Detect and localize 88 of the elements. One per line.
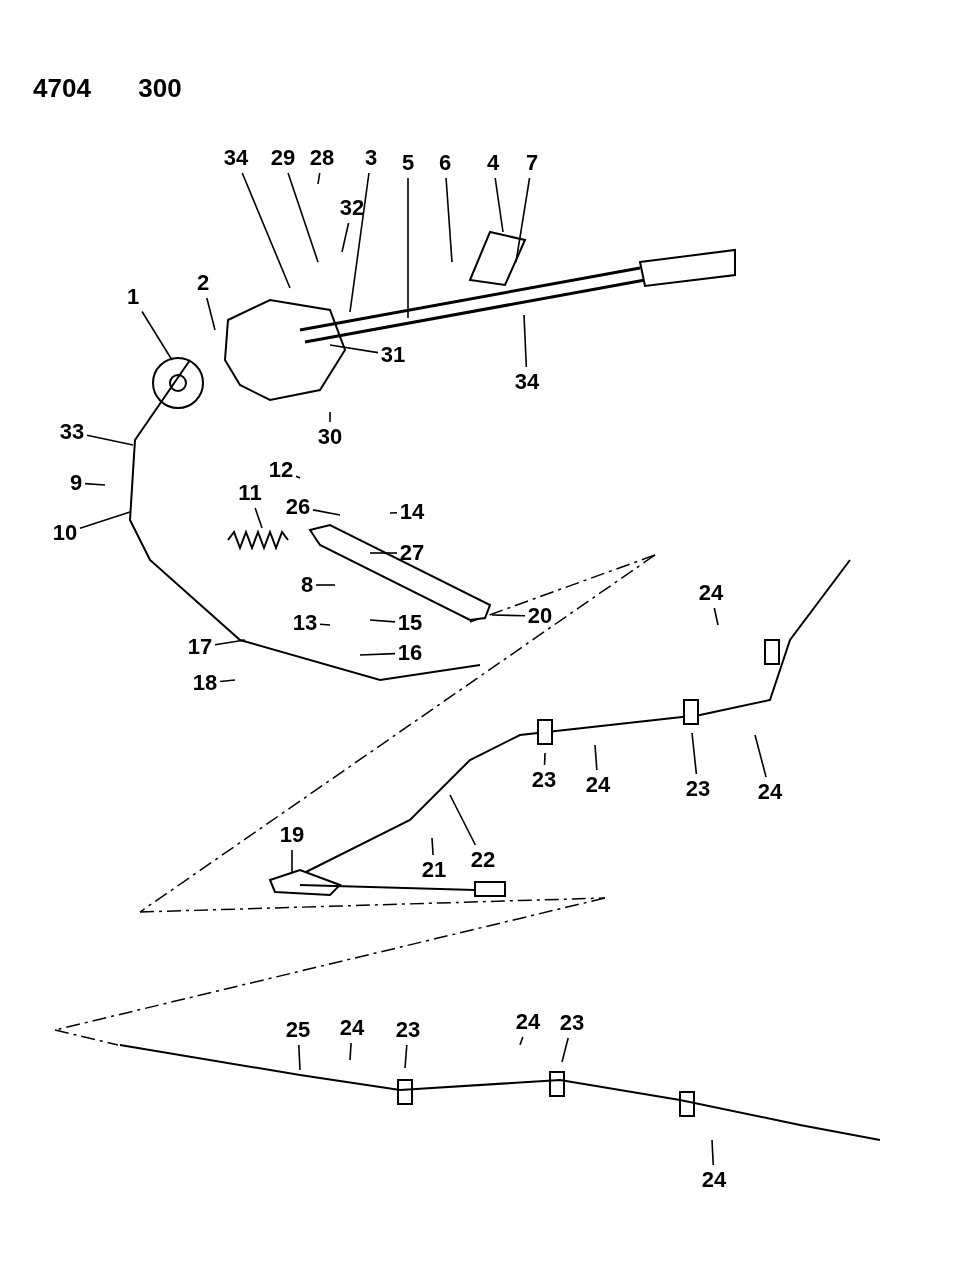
leader-line: [86, 434, 134, 446]
callout-number: 33: [59, 419, 85, 445]
callout-number: 23: [559, 1010, 585, 1036]
callout-number: 14: [399, 499, 425, 525]
callout-number: 1: [126, 284, 140, 310]
callout-number: 24: [585, 772, 611, 798]
callout-number: 19: [279, 822, 305, 848]
leader-line: [349, 172, 370, 313]
leader-line: [711, 1139, 715, 1166]
leader-line: [519, 1036, 524, 1046]
callout-number: 24: [701, 1167, 727, 1193]
callout-number: 31: [380, 342, 406, 368]
leader-line: [79, 511, 131, 529]
leader-line: [319, 623, 331, 626]
callout-number: 29: [270, 145, 296, 171]
callout-number: 24: [339, 1015, 365, 1041]
callout-number: 34: [514, 369, 540, 395]
leader-line: [297, 1044, 301, 1071]
callout-number: 9: [69, 470, 83, 496]
leader-line: [523, 314, 528, 368]
leader-line: [295, 475, 301, 479]
callout-number: 27: [399, 540, 425, 566]
callout-number: 24: [757, 779, 783, 805]
leader-line: [329, 411, 331, 423]
callout-number: 11: [238, 480, 262, 506]
callout-number: 3: [364, 145, 378, 171]
page-reference-number: 300: [138, 75, 182, 101]
leader-line: [219, 679, 236, 683]
leader-line: [713, 607, 719, 626]
leader-line: [449, 794, 477, 846]
callout-number: 26: [285, 494, 311, 520]
leader-line: [254, 507, 263, 529]
leader-line: [206, 297, 216, 331]
leader-line: [141, 310, 173, 361]
leader-line: [214, 639, 246, 646]
leader-line: [369, 552, 398, 554]
leader-line: [241, 172, 291, 289]
leader-line: [754, 734, 767, 778]
leader-line: [494, 177, 504, 233]
leader-line: [561, 1037, 569, 1063]
callout-number: 5: [401, 150, 415, 176]
callout-number: 6: [438, 150, 452, 176]
leader-line: [543, 752, 546, 766]
leader-line: [315, 584, 336, 586]
callout-number: 8: [300, 572, 314, 598]
page-reference-number: 4704: [33, 75, 91, 101]
leader-line: [84, 482, 106, 486]
leader-line: [594, 744, 598, 771]
callout-number: 4: [486, 150, 500, 176]
callout-number: 30: [317, 424, 343, 450]
callout-number: 18: [192, 670, 218, 696]
callout-number: 23: [395, 1017, 421, 1043]
leader-line: [445, 177, 453, 263]
callout-number: 16: [397, 640, 423, 666]
leader-line: [341, 222, 350, 253]
leader-line: [287, 172, 319, 263]
leader-line: [407, 177, 409, 319]
callout-number: 22: [470, 847, 496, 873]
callout-number: 10: [52, 520, 78, 546]
callout-number: 12: [268, 457, 294, 483]
leader-line: [369, 619, 396, 623]
callout-number: 25: [285, 1017, 311, 1043]
callout-number: 24: [698, 580, 724, 606]
leader-line: [389, 511, 398, 514]
leader-line: [691, 732, 698, 775]
callout-number: 28: [309, 145, 335, 171]
callout-number: 32: [339, 195, 365, 221]
callout-number: 34: [223, 145, 249, 171]
callout-number: 21: [421, 857, 447, 883]
leader-line: [349, 1042, 352, 1061]
callout-number: 23: [531, 767, 557, 793]
leader-line: [312, 509, 341, 516]
leader-line: [329, 344, 379, 354]
callout-number: 23: [685, 776, 711, 802]
leader-line: [404, 1044, 408, 1069]
callout-number: 7: [525, 150, 539, 176]
leader-line: [431, 837, 434, 856]
leader-line: [491, 614, 526, 617]
leader-line: [317, 172, 321, 185]
callout-number: 24: [515, 1009, 541, 1035]
callout-number: 13: [292, 610, 318, 636]
callout-number: 15: [397, 610, 423, 636]
callout-number: 2: [196, 270, 210, 296]
leader-line: [359, 652, 396, 656]
leader-line: [515, 177, 531, 263]
callout-number: 17: [187, 634, 213, 660]
callout-number: 20: [527, 603, 553, 629]
leader-line: [291, 849, 293, 873]
